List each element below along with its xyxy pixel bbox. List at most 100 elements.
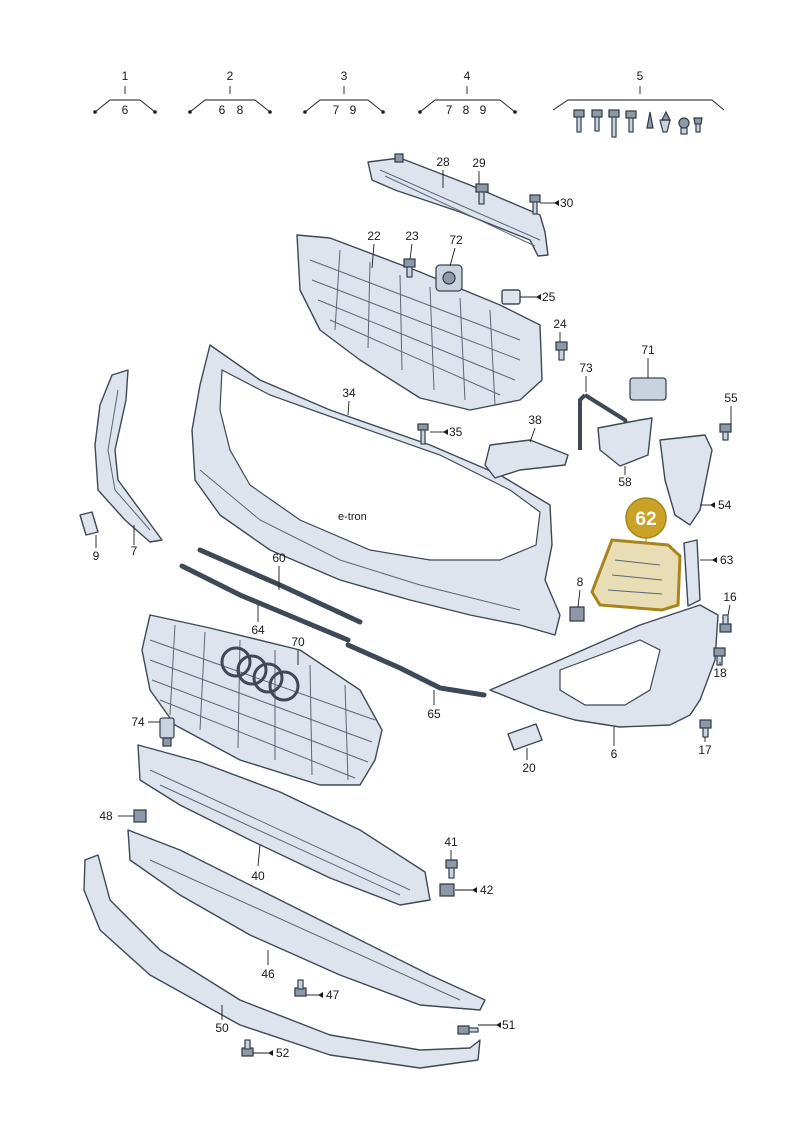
kit-sub-3a: 7	[333, 103, 340, 117]
highlight-badge-62: 62	[625, 497, 667, 544]
kit-label-5: 5	[637, 69, 644, 83]
bracket-38	[484, 439, 569, 479]
label-47: 47	[326, 988, 340, 1002]
bracket-58	[597, 417, 653, 467]
kit-sub-2b: 8	[237, 103, 244, 117]
bolt-18	[713, 647, 726, 666]
sensor-74	[159, 717, 175, 747]
sensor-72	[435, 264, 463, 292]
label-22: 22	[367, 229, 381, 243]
label-6: 6	[611, 747, 618, 761]
label-48: 48	[99, 809, 113, 823]
kit-group-4: 4 7 8 9	[418, 69, 517, 117]
label-25: 25	[542, 290, 556, 304]
bumper-badge-lettering: e-tron	[338, 511, 367, 523]
bracket-54	[659, 434, 713, 526]
kit-label-2: 2	[227, 69, 234, 83]
label-34: 34	[342, 386, 356, 400]
label-64: 64	[251, 623, 265, 637]
kit-label-3: 3	[341, 69, 348, 83]
label-65: 65	[427, 707, 441, 721]
label-73: 73	[579, 361, 593, 375]
label-38: 38	[528, 413, 542, 427]
kit-label-4: 4	[464, 69, 471, 83]
label-29: 29	[472, 156, 486, 170]
fastener-set-icons	[573, 109, 703, 138]
bolt-23	[403, 258, 416, 278]
trim-strip-64	[179, 563, 351, 643]
label-9: 9	[93, 549, 100, 563]
highlight-badge-label: 62	[635, 509, 656, 530]
clip-42	[439, 883, 455, 897]
bumper-cover: e-tron	[191, 344, 561, 636]
label-70: 70	[291, 635, 305, 649]
lower-grille-40	[137, 744, 431, 906]
cap-20	[507, 723, 543, 751]
label-7: 7	[131, 544, 138, 558]
sensor-71	[629, 377, 667, 401]
label-55: 55	[724, 391, 738, 405]
kit-sub-4b: 8	[463, 103, 470, 117]
bolt-41	[445, 859, 458, 879]
kit-sub-4c: 9	[480, 103, 487, 117]
vent-insert-62	[590, 538, 682, 612]
kit-sub-1a: 6	[122, 103, 129, 117]
label-24: 24	[553, 317, 567, 331]
kit-group-3: 3 7 9	[303, 69, 385, 117]
kit-group-2: 2 6 8	[188, 69, 272, 117]
bolt-51	[457, 1025, 479, 1035]
trim-strip-60	[197, 547, 363, 625]
part-number-labels: 28 29 30 22 23 72 25 24 34 35 38 73 71 5…	[93, 155, 738, 1060]
label-20: 20	[522, 761, 536, 775]
label-30: 30	[560, 196, 574, 210]
kit-sub-3b: 9	[350, 103, 357, 117]
bolt-24	[555, 341, 568, 361]
label-41: 41	[444, 835, 458, 849]
kit-group-5: 5	[552, 69, 725, 138]
kit-label-1: 1	[122, 69, 129, 83]
label-72: 72	[449, 233, 463, 247]
leader-arrows	[268, 200, 717, 1056]
label-60: 60	[272, 551, 286, 565]
bolt-47	[294, 979, 307, 997]
bolt-52	[241, 1039, 254, 1057]
front-grille-70	[141, 614, 383, 786]
label-23: 23	[405, 229, 419, 243]
trim-strip-63	[683, 539, 701, 607]
side-trim-7	[94, 369, 163, 543]
kit-sub-2a: 6	[219, 103, 226, 117]
label-50: 50	[215, 1021, 229, 1035]
label-17: 17	[698, 743, 712, 757]
label-63: 63	[720, 553, 734, 567]
kit-sub-4a: 7	[446, 103, 453, 117]
grille-carrier	[296, 234, 543, 411]
side-panel-6	[489, 604, 719, 728]
label-35: 35	[449, 425, 463, 439]
label-40: 40	[251, 869, 265, 883]
cap-25	[501, 289, 521, 305]
spoiler-lip-50	[83, 854, 481, 1069]
bolt-16	[719, 614, 732, 633]
label-58: 58	[618, 475, 632, 489]
label-51: 51	[502, 1018, 516, 1032]
cap-9	[79, 511, 99, 536]
label-28: 28	[436, 155, 450, 169]
label-46: 46	[261, 967, 275, 981]
bolt-29	[475, 183, 489, 205]
label-74: 74	[131, 715, 145, 729]
clip-48	[133, 809, 147, 823]
label-42: 42	[480, 883, 494, 897]
label-8: 8	[577, 575, 584, 589]
label-16: 16	[723, 590, 737, 604]
bolt-55	[719, 423, 732, 441]
label-18: 18	[713, 666, 727, 680]
bolt-30	[529, 194, 541, 215]
kit-group-1: 1 6	[93, 69, 157, 117]
clip-35	[417, 423, 429, 445]
impact-bar	[367, 153, 549, 257]
bolt-17	[699, 719, 712, 738]
underbody-panel-46	[127, 829, 486, 1011]
trim-strip-65	[345, 642, 487, 698]
